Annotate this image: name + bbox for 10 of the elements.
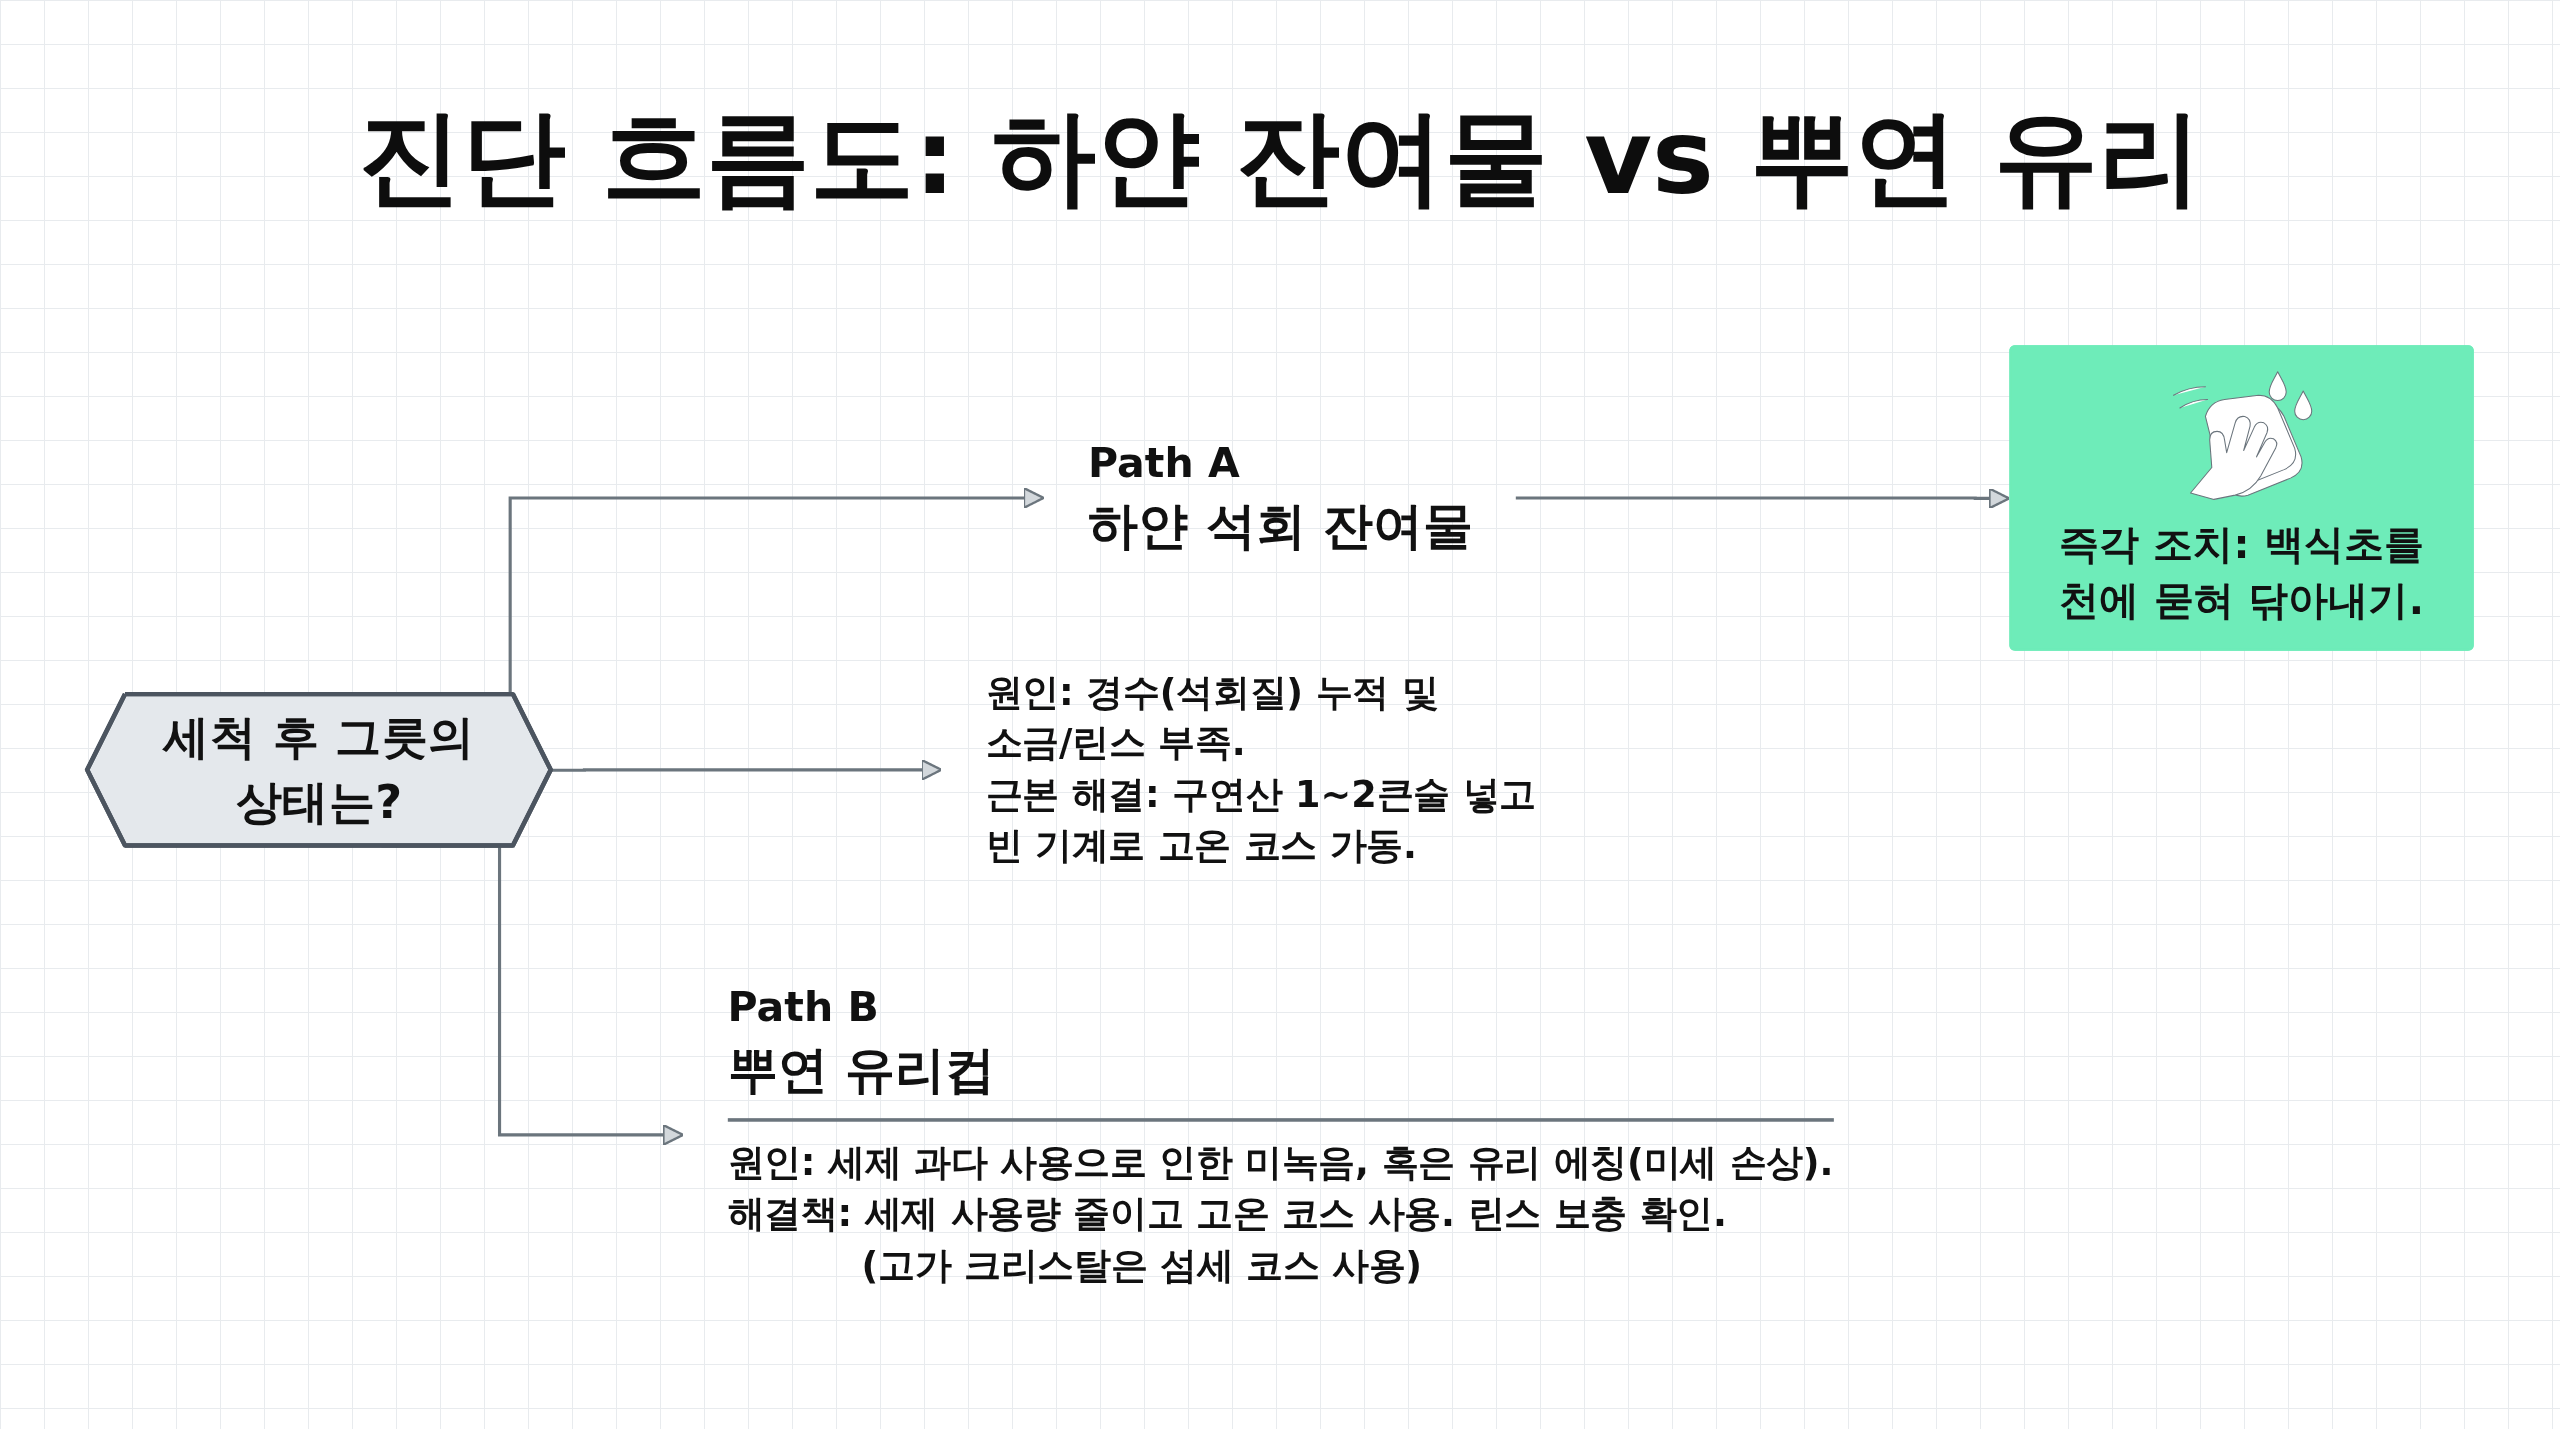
- node-label: Path B: [727, 982, 879, 1031]
- arrow: [551, 758, 943, 781]
- node-label: 뿌연 유리컵: [727, 1040, 995, 1099]
- node-text: 원인: 경수(석회질) 누적 및 소금/린스 부족. 근본 해결: 구연산 1~2큰술 넣고 빈 기계로 고온 코스 가동.: [985, 670, 1536, 867]
- node-label: 원인: 세제 과다 사용으로 인한 미녹음, 혹은 유리 에칭(미세 손상).: [727, 1140, 1834, 1184]
- diagram-title: 진단 흐름도: 하얀 잔여물 vs 뿌연 유리: [357, 95, 2203, 220]
- node-text: Path A 하얀 석회 잔여물: [1088, 438, 1473, 555]
- arrow: [1515, 487, 2011, 510]
- node-label: (고가 크리스탈은 섬세 코스 사용): [861, 1243, 1422, 1287]
- node-label: 해결책: 세제 사용량 줄이고 고온 코스 사용. 린스 보충 확인.: [727, 1192, 1727, 1236]
